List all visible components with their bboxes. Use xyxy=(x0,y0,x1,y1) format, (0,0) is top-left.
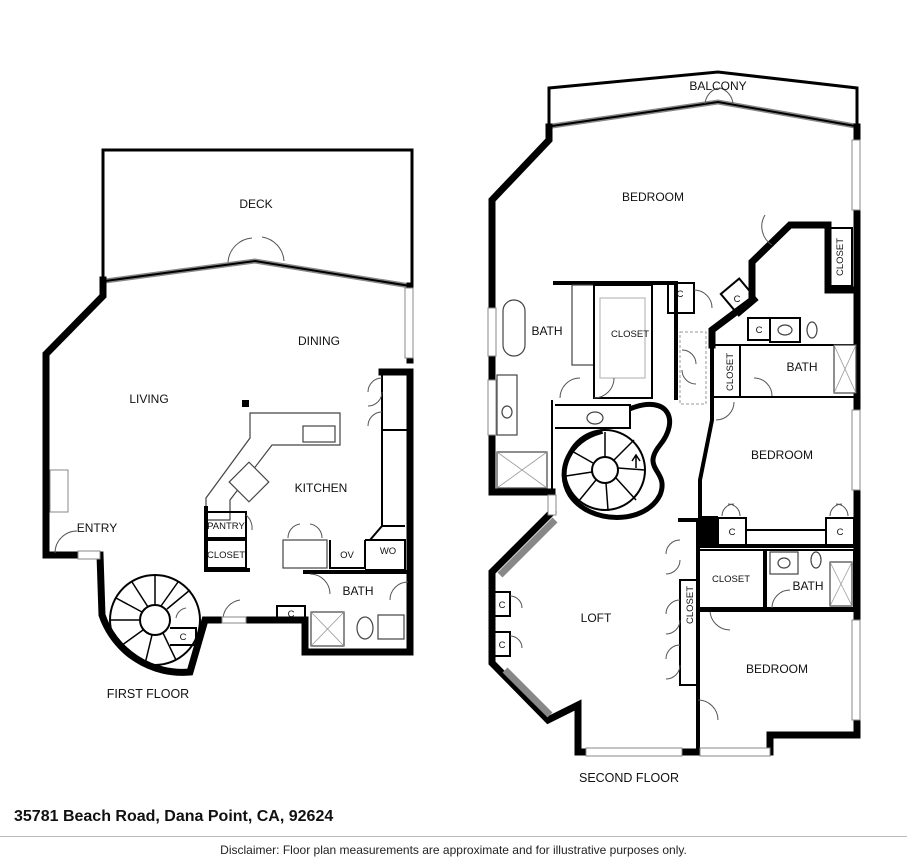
deck-outline xyxy=(101,148,414,288)
closet-c-f-label: C xyxy=(499,600,506,611)
deck-label: DECK xyxy=(239,197,272,211)
closet-main-label: CLOSET xyxy=(611,329,649,340)
property-address: 35781 Beach Road, Dana Point, CA, 92624 xyxy=(14,808,334,825)
pantry-label: PANTRY xyxy=(207,521,245,532)
closet-c-g-label: C xyxy=(499,640,506,651)
loft-label: LOFT xyxy=(581,611,612,625)
wall-oven-label: WO xyxy=(380,546,396,557)
bedroom-mid-label: BEDROOM xyxy=(751,448,813,462)
closet-c-a-label: C xyxy=(677,289,684,300)
second-floor-caption: SECOND FLOOR xyxy=(579,771,679,785)
oven-label: OV xyxy=(340,550,354,561)
closet-c-d-label: C xyxy=(729,527,736,538)
closet-right-top-label: CLOSET xyxy=(835,238,846,276)
closet-loft-label: CLOSET xyxy=(685,586,696,624)
closet-c-b-label: C xyxy=(734,294,741,305)
kitchen-label: KITCHEN xyxy=(295,481,348,495)
closet-label: CLOSET xyxy=(207,550,245,561)
closet-lower-label: CLOSET xyxy=(712,574,750,585)
first-floor-caption: FIRST FLOOR xyxy=(107,687,189,701)
bath-right-label: BATH xyxy=(786,360,817,374)
bedroom-lower-label: BEDROOM xyxy=(746,662,808,676)
living-label: LIVING xyxy=(129,392,168,406)
first-floor-plan xyxy=(42,148,414,676)
bedroom-main-label: BEDROOM xyxy=(622,190,684,204)
entry-door-icon xyxy=(54,530,78,554)
dining-label: DINING xyxy=(298,334,340,348)
closet-mid-label: CLOSET xyxy=(725,353,736,391)
second-floor-outer-wall xyxy=(488,123,556,496)
closet-c-e-label: C xyxy=(837,527,844,538)
second-floor-plan xyxy=(487,70,861,757)
divider xyxy=(0,836,907,837)
bath-label: BATH xyxy=(342,584,373,598)
balcony-label: BALCONY xyxy=(689,79,746,93)
stair-closet-c-label: C xyxy=(180,632,187,643)
disclaimer-text: Disclaimer: Floor plan measurements are … xyxy=(220,843,687,857)
entry-label: ENTRY xyxy=(77,521,117,535)
closet-c-c-label: C xyxy=(756,325,763,336)
deck-door-icon xyxy=(227,236,285,263)
closet-c-label: C xyxy=(288,609,295,620)
bath-lower-label: BATH xyxy=(792,579,823,593)
bath-main-label: BATH xyxy=(531,324,562,338)
balcony-outline xyxy=(547,70,859,129)
